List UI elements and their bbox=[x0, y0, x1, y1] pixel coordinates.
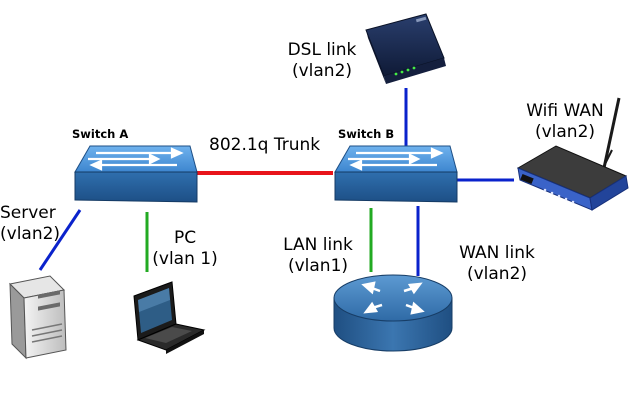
switch-a-label: Switch A bbox=[72, 127, 129, 141]
wan-link-label-line2: (vlan2) bbox=[466, 264, 528, 284]
wan-link-label: WAN link (vlan2) bbox=[445, 243, 549, 285]
wifi-wan-label-line1: Wifi WAN bbox=[526, 101, 604, 121]
wifi-router-icon bbox=[516, 97, 629, 211]
switch-b-label: Switch B bbox=[338, 127, 395, 141]
server-label-line1: Server bbox=[0, 203, 56, 223]
server-label: Server (vlan2) bbox=[0, 203, 66, 245]
pc-label-line1: PC bbox=[173, 228, 197, 248]
trunk-label-text: 802.1q Trunk bbox=[209, 135, 321, 155]
trunk-label: 802.1q Trunk bbox=[209, 135, 320, 156]
dsl-link-label-line1: DSL link bbox=[287, 40, 357, 60]
dsl-modem-icon bbox=[365, 13, 446, 84]
server-icon bbox=[8, 275, 67, 360]
switch-b-icon bbox=[334, 145, 458, 203]
server-link-line bbox=[38, 209, 82, 271]
pc-label-line2: (vlan 1) bbox=[152, 249, 218, 269]
wifi-wan-label: Wifi WAN (vlan2) bbox=[515, 101, 615, 143]
laptop-icon bbox=[133, 281, 206, 354]
wan-link-label-line1: WAN link bbox=[459, 243, 535, 263]
lan-link-label-line1: LAN link bbox=[283, 235, 353, 255]
dsl-link-label-line2: (vlan2) bbox=[291, 61, 353, 81]
switch-a-icon bbox=[74, 145, 198, 203]
pc-label: PC (vlan 1) bbox=[147, 228, 223, 270]
dsl-link-label: DSL link (vlan2) bbox=[274, 40, 370, 82]
lan-link-label-line2: (vlan1) bbox=[287, 256, 349, 276]
server-label-line2: (vlan2) bbox=[0, 224, 61, 244]
wifi-wan-label-line2: (vlan2) bbox=[534, 122, 596, 142]
router-icon bbox=[333, 274, 453, 352]
lan-link-label: LAN link (vlan1) bbox=[272, 235, 364, 277]
